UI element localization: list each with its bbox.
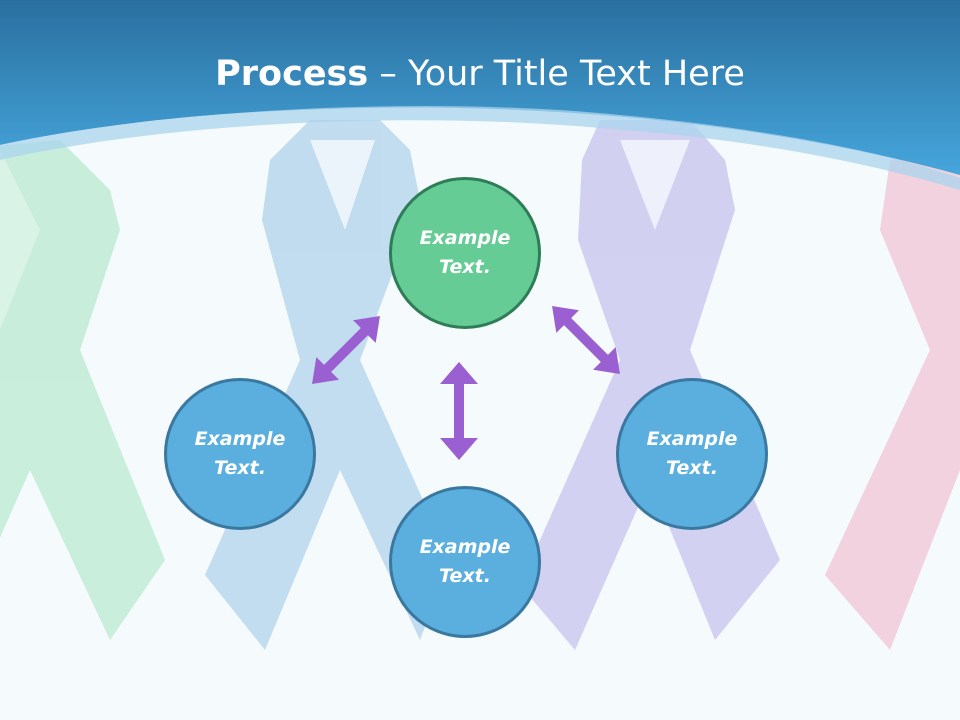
node-top: Example Text. — [389, 177, 541, 329]
node-left: Example Text. — [164, 378, 316, 530]
title-rest: – Your Title Text Here — [368, 54, 745, 94]
arrow-top-right — [552, 306, 620, 374]
node-right-line1: Example — [646, 428, 738, 450]
node-right: Example Text. — [616, 378, 768, 530]
header-swoosh — [0, 106, 960, 190]
ribbon-green — [0, 140, 165, 640]
node-left-line2: Text. — [214, 457, 266, 479]
arrow-top-left — [312, 316, 380, 384]
node-bottom: Example Text. — [389, 486, 541, 638]
node-bottom-line1: Example — [419, 536, 511, 558]
node-right-line2: Text. — [666, 457, 718, 479]
header-band — [0, 0, 960, 175]
title-bold: Process — [215, 54, 369, 94]
ribbon-pink — [825, 150, 960, 650]
node-top-line2: Text. — [439, 256, 491, 278]
node-top-line1: Example — [419, 227, 511, 249]
node-left-line1: Example — [194, 428, 286, 450]
arrow-vertical — [440, 362, 478, 460]
slide-title: Process – Your Title Text Here — [0, 52, 960, 96]
node-bottom-line2: Text. — [439, 565, 491, 587]
